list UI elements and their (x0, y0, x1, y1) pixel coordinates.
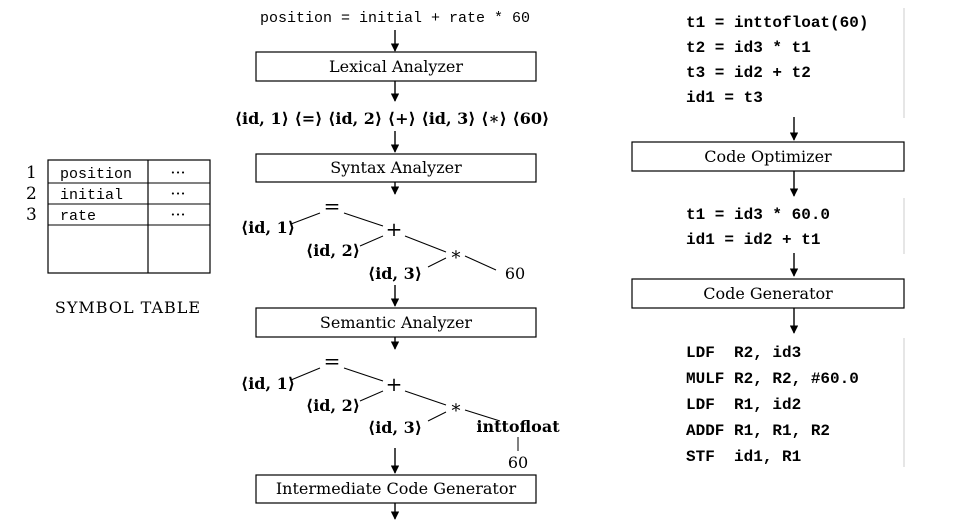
back-end-column: t1 = inttofloat(60) t2 = id3 * t1 t3 = i… (631, 8, 905, 467)
intermediate-code-generator-label: Intermediate Code Generator (276, 479, 517, 498)
tree-edge (464, 409, 501, 422)
id3-leaf: ⟨id, 3⟩ (368, 418, 422, 437)
lexical-analyzer-box (255, 51, 537, 82)
symbol-row-number: 3 (26, 205, 37, 225)
intermediate-code-generator-box (255, 474, 537, 504)
times-node: ∗ (450, 397, 462, 418)
id2-leaf: ⟨id, 2⟩ (306, 396, 360, 415)
code-generator-label: Code Generator (703, 284, 833, 303)
target-code-line: LDF R2, id3 (686, 344, 801, 362)
intermediate-code-line: t3 = id2 + t2 (686, 64, 811, 82)
intermediate-code-line: id1 = t3 (686, 89, 763, 107)
id1-leaf: ⟨id, 1⟩ (241, 218, 295, 237)
tree-edge (464, 255, 497, 271)
assign-node: = (324, 349, 341, 373)
tree-edge (343, 367, 384, 382)
code-generator-box (631, 278, 905, 309)
plus-node: + (386, 372, 403, 396)
input-statement: position = initial + rate * 60 (260, 10, 530, 27)
tree-edge (427, 257, 447, 268)
id3-leaf: ⟨id, 3⟩ (368, 264, 422, 283)
code-optimizer-label: Code Optimizer (704, 147, 832, 166)
tree-edge (359, 235, 384, 247)
target-code-line: ADDF R1, R1, R2 (686, 422, 830, 440)
tree-edge (404, 235, 447, 253)
symbol-row-attribute: ··· (170, 205, 185, 224)
intermediate-code-line: t1 = inttofloat(60) (686, 14, 868, 32)
tree-edge (343, 212, 384, 227)
id1-leaf: ⟨id, 1⟩ (241, 374, 295, 393)
plus-node: + (386, 217, 403, 241)
tree-edge (290, 367, 321, 381)
optimized-code-line: t1 = id3 * 60.0 (686, 206, 830, 224)
intermediate-code-line: t2 = id3 * t1 (686, 39, 811, 57)
symbol-table-border (47, 159, 211, 274)
front-end-column: position = initial + rate * 60 Lexical A… (235, 10, 560, 520)
symbol-table-caption: SYMBOL TABLE (55, 298, 201, 317)
syntax-analyzer-label: Syntax Analyzer (330, 158, 462, 177)
symbol-row-attribute: ··· (170, 163, 185, 182)
symbol-row-name: rate (60, 208, 96, 225)
target-code-line: LDF R1, id2 (686, 396, 801, 414)
symbol-table: 1 2 3 position initial rate ··· ··· ··· … (26, 159, 211, 317)
symbol-row-attribute: ··· (170, 184, 185, 203)
semantic-analyzer-label: Semantic Analyzer (320, 313, 472, 332)
target-code-line: STF id1, R1 (686, 448, 801, 466)
code-optimizer-box (631, 141, 905, 172)
times-node: ∗ (450, 244, 462, 265)
optimized-code-line: id1 = id2 + t1 (686, 231, 820, 249)
lexical-analyzer-label: Lexical Analyzer (329, 57, 463, 76)
inttofloat-node: inttofloat (476, 417, 560, 436)
token-stream: ⟨id, 1⟩ ⟨=⟩ ⟨id, 2⟩ ⟨+⟩ ⟨id, 3⟩ ⟨∗⟩ ⟨60⟩ (235, 109, 550, 128)
semantic-analyzer-box (255, 307, 537, 338)
syntax-tree: = + ∗ ⟨id, 1⟩ ⟨id, 2⟩ ⟨id, 3⟩ 60 (241, 194, 525, 283)
tree-edge (404, 390, 447, 406)
semantic-tree: = + ∗ ⟨id, 1⟩ ⟨id, 2⟩ ⟨id, 3⟩ inttofloat… (241, 349, 560, 472)
constant-leaf: 60 (505, 264, 525, 283)
symbol-row-name: position (60, 166, 132, 183)
tree-edge (290, 212, 321, 225)
symbol-row-number: 1 (26, 163, 37, 183)
target-code-line: MULF R2, R2, #60.0 (686, 370, 859, 388)
tree-edge (427, 411, 447, 422)
assign-node: = (324, 194, 341, 218)
tree-edge (359, 390, 384, 402)
symbol-row-name: initial (60, 187, 123, 204)
constant-leaf: 60 (508, 453, 528, 472)
syntax-analyzer-box (255, 153, 537, 183)
symbol-row-number: 2 (26, 184, 37, 204)
id2-leaf: ⟨id, 2⟩ (306, 241, 360, 260)
